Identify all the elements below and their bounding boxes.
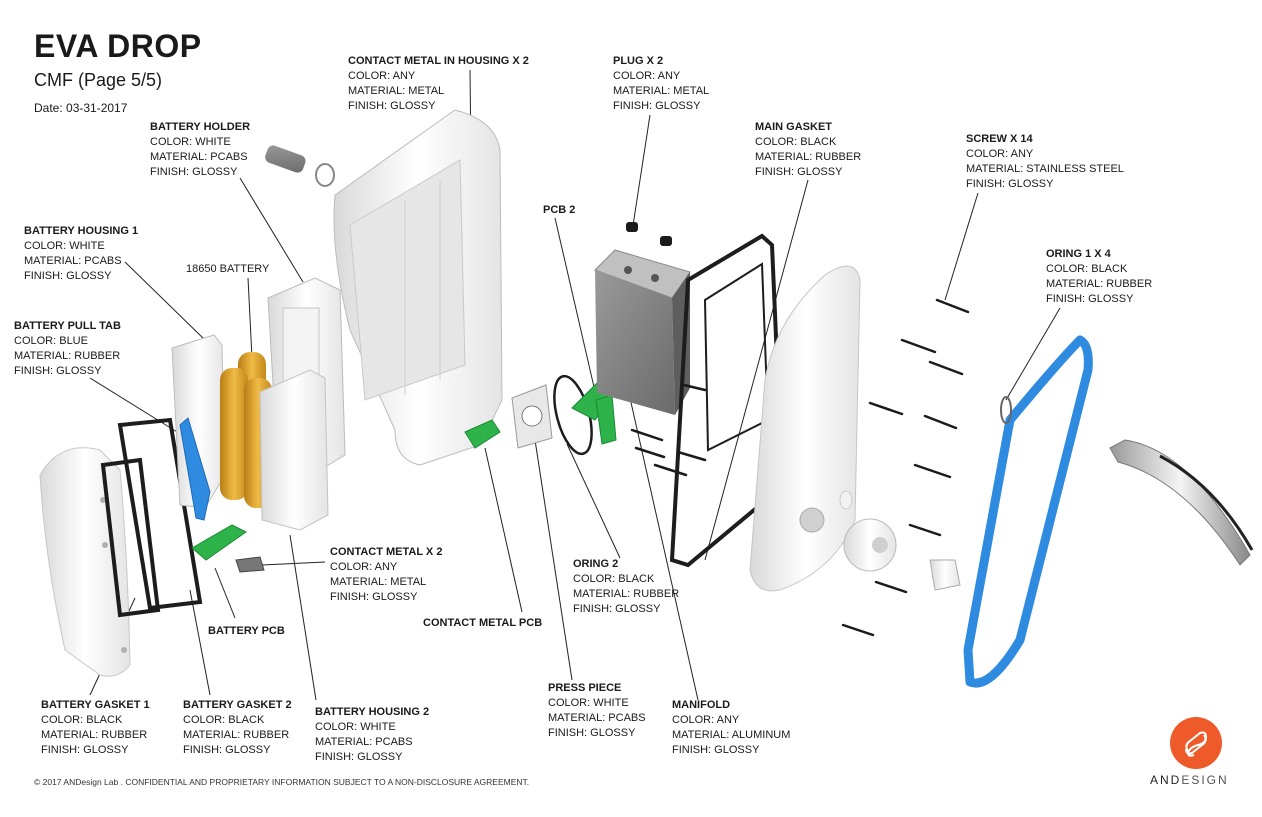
label-battery-pcb: BATTERY PCB xyxy=(208,625,285,637)
label-plug: PLUG X 2 COLOR: ANY MATERIAL: METAL FINI… xyxy=(613,55,710,112)
page-subtitle: CMF (Page 5/5) xyxy=(34,70,163,90)
label-battery-housing-1: BATTERY HOUSING 1 COLOR: WHITE MATERIAL:… xyxy=(24,225,139,282)
label-screw: SCREW X 14 COLOR: ANY MATERIAL: STAINLES… xyxy=(966,133,1124,190)
brand-wordmark: ANDESIGN xyxy=(1150,773,1229,787)
page-date: Date: 03-31-2017 xyxy=(34,101,128,115)
label-18650-battery: 18650 BATTERY xyxy=(186,263,270,275)
andesign-logo xyxy=(1170,717,1222,769)
label-battery-holder: BATTERY HOLDER COLOR: WHITE MATERIAL: PC… xyxy=(150,121,251,178)
page-title: EVA DROP xyxy=(34,28,202,64)
label-contact-metal-housing: CONTACT METAL IN HOUSING X 2 COLOR: ANY … xyxy=(348,55,529,112)
label-oring2: ORING 2 COLOR: BLACK MATERIAL: RUBBER FI… xyxy=(573,558,680,615)
label-press-piece: PRESS PIECE COLOR: WHITE MATERIAL: PCABS… xyxy=(548,682,646,739)
label-oring1: ORING 1 X 4 COLOR: BLACK MATERIAL: RUBBE… xyxy=(1046,248,1153,305)
label-pcb2: PCB 2 xyxy=(543,204,576,216)
copyright-notice: © 2017 ANDesign Lab . CONFIDENTIAL AND P… xyxy=(34,777,530,787)
label-battery-gasket-2: BATTERY GASKET 2 COLOR: BLACK MATERIAL: … xyxy=(183,699,292,756)
screw-group xyxy=(630,298,970,637)
label-contact-metal: CONTACT METAL X 2 COLOR: ANY MATERIAL: M… xyxy=(330,546,443,603)
label-manifold: MANIFOLD COLOR: ANY MATERIAL: ALUMINUM F… xyxy=(672,699,791,756)
logo-mark-icon xyxy=(1185,731,1208,757)
label-battery-pull-tab: BATTERY PULL TAB COLOR: BLUE MATERIAL: R… xyxy=(14,320,121,377)
label-battery-housing-2: BATTERY HOUSING 2 COLOR: WHITE MATERIAL:… xyxy=(315,706,430,763)
label-battery-gasket-1: BATTERY GASKET 1 COLOR: BLACK MATERIAL: … xyxy=(41,699,150,756)
label-main-gasket: MAIN GASKET COLOR: BLACK MATERIAL: RUBBE… xyxy=(755,121,862,178)
label-contact-metal-pcb: CONTACT METAL PCB xyxy=(423,617,543,629)
